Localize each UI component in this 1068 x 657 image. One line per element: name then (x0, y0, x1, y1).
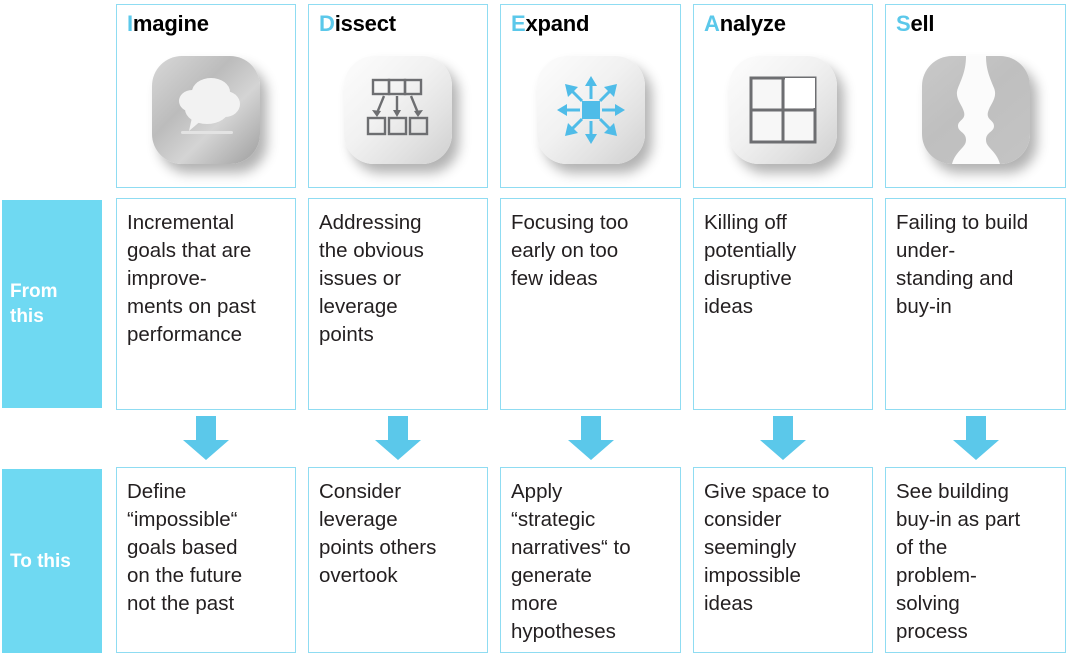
title-accent-letter: A (704, 11, 720, 36)
icon-container-dissect (309, 43, 487, 177)
header-cell-imagine: Imagine (116, 4, 296, 188)
title-accent-letter: S (896, 11, 911, 36)
icon-container-sell (886, 43, 1065, 177)
column-title-analyze: Analyze (704, 11, 786, 37)
down-arrow-analyze (760, 416, 806, 460)
from-text-imagine: Incremental goals that are improve- ment… (127, 211, 256, 346)
row-label-to-this: To this (2, 469, 102, 653)
to-text-expand: Apply “strategic narratives“ to generate… (511, 480, 631, 643)
title-accent-letter: I (127, 11, 133, 36)
two-faces-profile-glyph (951, 56, 1000, 164)
hierarchy-breakdown-icon (344, 56, 452, 164)
down-arrow-expand (568, 416, 614, 460)
row-label-from-this: From this (2, 200, 102, 408)
radiating-arrows-glyph (556, 76, 625, 144)
from-cell-expand: Focusing too early on too few ideas (500, 198, 681, 410)
from-text-analyze: Killing off potentially disruptive ideas (704, 211, 797, 318)
radiating-arrows-icon (536, 56, 645, 164)
down-arrow-sell (953, 416, 999, 460)
to-text-analyze: Give space to consider seemingly impossi… (704, 480, 830, 615)
icon-container-imagine (117, 43, 295, 177)
column-title-imagine: Imagine (127, 11, 209, 37)
two-by-two-matrix-glyph (749, 76, 817, 144)
two-by-two-matrix-icon (729, 56, 837, 164)
to-text-dissect: Consider leverage points others overtook (319, 480, 437, 587)
from-cell-imagine: Incremental goals that are improve- ment… (116, 198, 296, 410)
thought-cloud-icon (152, 56, 260, 164)
column-title-sell: Sell (896, 11, 935, 37)
icon-container-analyze (694, 43, 872, 177)
title-rest: issect (334, 11, 396, 36)
to-cell-dissect: Consider leverage points others overtook (308, 467, 488, 653)
to-cell-imagine: Define “impossible“ goals based on the f… (116, 467, 296, 653)
from-cell-analyze: Killing off potentially disruptive ideas (693, 198, 873, 410)
hierarchy-breakdown-glyph (366, 78, 429, 136)
header-cell-analyze: Analyze (693, 4, 873, 188)
two-faces-profile-icon (921, 56, 1030, 164)
title-rest: nalyze (719, 11, 786, 36)
title-rest: ell (910, 11, 935, 36)
down-arrow-imagine (183, 416, 229, 460)
to-text-imagine: Define “impossible“ goals based on the f… (127, 480, 243, 615)
title-rest: magine (132, 11, 209, 36)
header-cell-dissect: Dissect (308, 4, 488, 188)
from-cell-dissect: Addressing the obvious issues or leverag… (308, 198, 488, 410)
from-text-expand: Focusing too early on too few ideas (511, 211, 629, 290)
column-title-expand: Expand (511, 11, 589, 37)
title-rest: xpand (525, 11, 590, 36)
from-text-dissect: Addressing the obvious issues or leverag… (319, 211, 424, 346)
thought-cloud-glyph (179, 78, 240, 134)
header-cell-expand: Expand (500, 4, 681, 188)
title-accent-letter: E (511, 11, 526, 36)
from-text-sell: Failing to build under- standing and buy… (896, 211, 1029, 318)
to-cell-analyze: Give space to consider seemingly impossi… (693, 467, 873, 653)
to-text-sell: See building buy-in as part of the probl… (896, 480, 1021, 643)
icon-container-expand (501, 43, 680, 177)
title-accent-letter: D (319, 11, 335, 36)
to-cell-expand: Apply “strategic narratives“ to generate… (500, 467, 681, 653)
header-cell-sell: Sell (885, 4, 1066, 188)
to-cell-sell: See building buy-in as part of the probl… (885, 467, 1066, 653)
down-arrow-dissect (375, 416, 421, 460)
from-cell-sell: Failing to build under- standing and buy… (885, 198, 1066, 410)
column-title-dissect: Dissect (319, 11, 396, 37)
